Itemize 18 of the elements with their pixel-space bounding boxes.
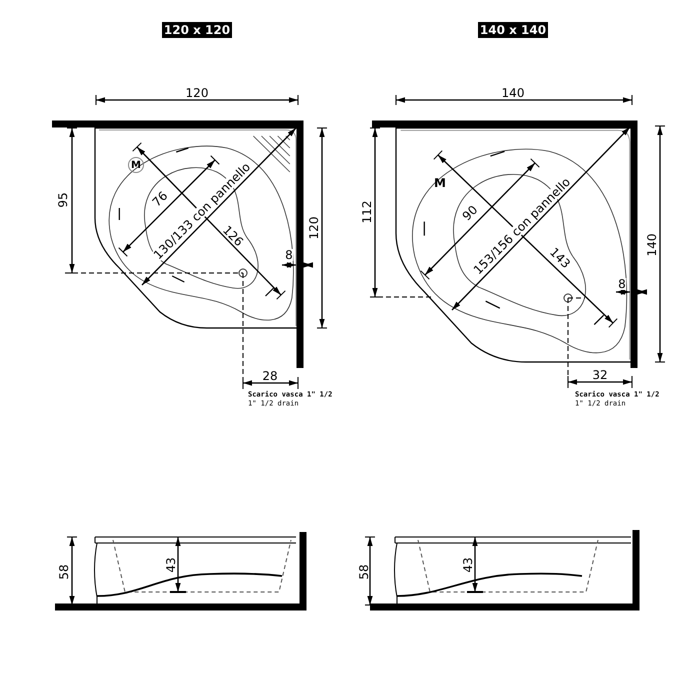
marker-circle: M: [128, 157, 144, 173]
marker-label: M: [434, 177, 446, 189]
dimension-label: 58: [58, 564, 70, 580]
dimension-label: 8: [618, 278, 626, 290]
dimension-label: 112: [361, 200, 373, 224]
dimension-label: 8: [285, 249, 293, 261]
dimension-label: 95: [57, 192, 69, 208]
dimension-label: 28: [262, 370, 278, 382]
dimension-label: 58: [358, 564, 370, 580]
dimension-label: 140: [502, 87, 524, 99]
dimension-label: 140: [646, 234, 658, 256]
size-title: 140 x 140: [478, 22, 548, 38]
size-title: 120 x 120: [162, 22, 232, 38]
dimension-label: 120: [308, 216, 320, 240]
dimension-label: 43: [462, 557, 474, 573]
dimension-label: 43: [165, 557, 177, 573]
dimension-label: 32: [592, 369, 608, 381]
dimension-label: 120: [186, 87, 208, 99]
